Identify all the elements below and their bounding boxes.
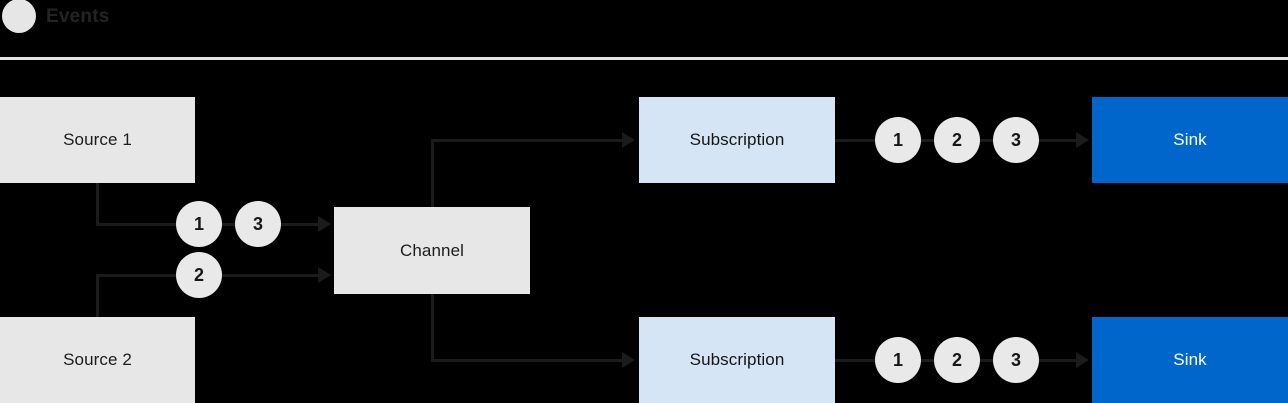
arrowhead-subscription-top-to-sink	[1076, 132, 1089, 148]
event-token-sink-bottom-2: 2	[934, 337, 980, 383]
arrowhead-subscription-bottom-to-sink	[1076, 352, 1089, 368]
node-source-2[interactable]: Source 2	[0, 317, 195, 403]
page-title: Events	[46, 6, 110, 27]
node-source-1[interactable]: Source 1	[0, 97, 195, 183]
arrowhead-channel-to-subscription-top	[622, 132, 635, 148]
node-subscription-bottom[interactable]: Subscription	[639, 317, 835, 403]
arrowhead-channel-to-subscription-bottom	[622, 352, 635, 368]
node-sink-top[interactable]: Sink	[1092, 97, 1288, 183]
connector-channel-bottom-vertical	[431, 292, 434, 362]
event-token-source1-1: 1	[176, 201, 222, 247]
connector-source1-vertical	[96, 183, 99, 226]
node-subscription-top[interactable]: Subscription	[639, 97, 835, 183]
arrowhead-source2-to-channel	[318, 267, 331, 283]
event-token-sink-top-3: 3	[993, 117, 1039, 163]
connector-source2-vertical	[96, 274, 99, 320]
event-token-sink-bottom-3: 3	[993, 337, 1039, 383]
event-token-sink-bottom-1: 1	[875, 337, 921, 383]
events-dot-icon	[2, 0, 36, 33]
event-token-sink-top-2: 2	[934, 117, 980, 163]
node-sink-bottom[interactable]: Sink	[1092, 317, 1288, 403]
connector-channel-top-vertical	[431, 139, 434, 209]
node-channel[interactable]: Channel	[334, 207, 530, 294]
arrowhead-source1-to-channel	[318, 216, 331, 232]
event-token-source1-3: 3	[235, 201, 281, 247]
connector-channel-top-horizontal	[431, 139, 624, 142]
event-token-sink-top-1: 1	[875, 117, 921, 163]
connector-channel-bottom-horizontal	[431, 359, 624, 362]
header-divider	[0, 57, 1288, 60]
event-token-source2-2: 2	[176, 252, 222, 298]
